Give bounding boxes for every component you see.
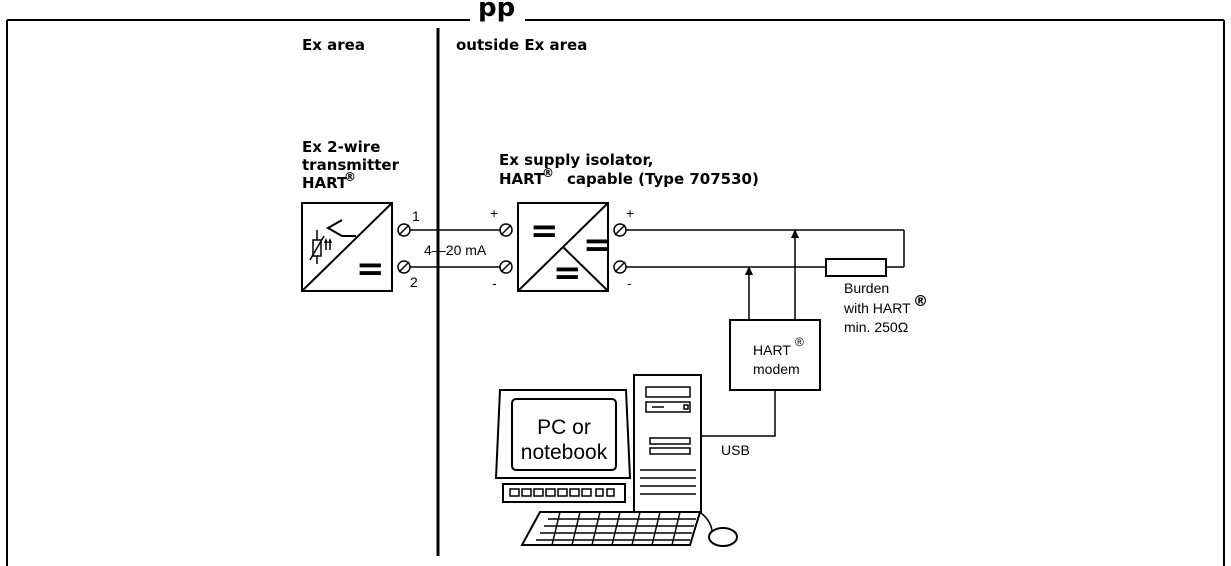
pc-label-line1: PC or [537,416,591,439]
isolator-output-plus: + [626,205,634,221]
isolator-label-line2b: capable (Type 707530) [567,170,759,188]
modem-label-line2: modem [753,361,800,377]
isolator-input-terminal-plus [499,223,513,237]
isolator-output-terminal-minus [613,260,627,274]
isolator-output-minus: - [627,275,632,291]
pc-monitor [494,389,632,503]
transmitter-terminal-2 [397,260,411,274]
terminal-2-label: 2 [410,274,418,290]
modem-tap-bottom-arrow [745,266,753,275]
isolator-device: = = = [517,202,612,293]
pc-tower [633,374,702,514]
transmitter-reg-mark: ® [344,170,356,184]
burden-label-line2: with HART [843,300,911,316]
terminal-1-label: 1 [412,208,420,224]
isolator-input-plus: + [490,205,498,221]
isolator-label-line1: Ex supply isolator, [499,151,653,169]
modem-tap-top-arrow [791,229,799,238]
transmitter-label-line3: HART [302,174,348,192]
usb-cable [701,390,776,437]
pc-label-line2: notebook [521,441,608,464]
burden-label-line3: min. 250Ω [844,319,908,335]
isolator-symbol-right: = [583,225,612,265]
pc-mouse [700,512,738,547]
isolator-symbol-top: = [530,211,559,251]
transmitter-output-symbol: = [356,249,385,289]
transmitter-terminal-1 [397,223,411,237]
isolator-input-minus: - [492,275,497,291]
ex-area-label: Ex area [302,36,365,54]
current-range-label: 4—20 mA [424,242,487,258]
hart-modem-box [729,319,821,391]
transmitter-label-line2: transmitter [302,156,400,174]
transmitter-device: = [301,202,393,292]
modem-reg-mark: ® [795,335,804,349]
burden-label-line1: Burden [844,280,889,296]
usb-label: USB [721,442,750,458]
isolator-symbol-bottom: = [553,253,582,293]
pc-keyboard [520,511,702,546]
isolator-label-line2a: HART [499,170,545,188]
burden-reg-mark: ® [913,292,928,310]
isolator-output-terminal-plus [613,223,627,237]
modem-label-line1: HART [753,342,791,358]
header-title-fragment: pp [478,0,515,23]
isolator-input-terminal-minus [499,260,513,274]
outside-ex-area-label: outside Ex area [456,36,587,54]
burden-resistor [825,258,887,277]
transmitter-label-line1: Ex 2-wire [302,138,380,156]
isolator-reg-mark: ® [542,166,554,180]
